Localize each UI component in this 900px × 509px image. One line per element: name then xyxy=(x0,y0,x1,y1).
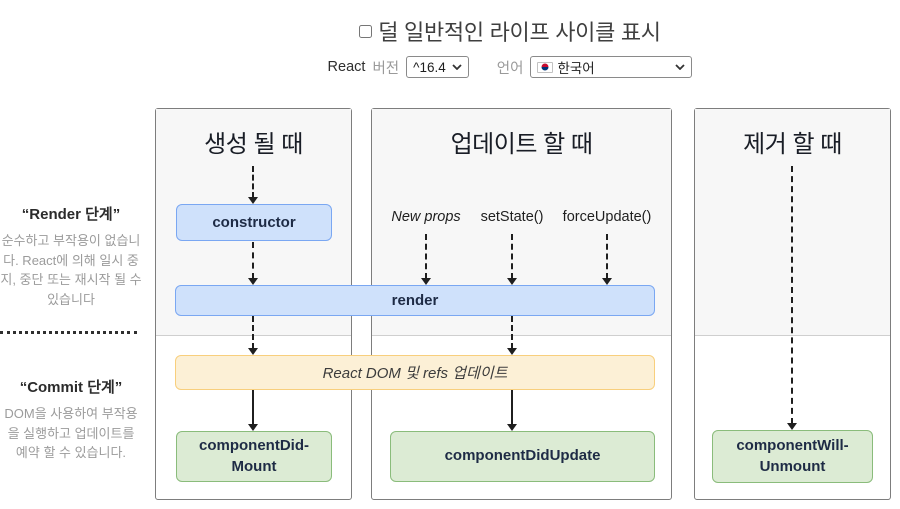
react-dom-updates-box: React DOM 및 refs 업데이트 xyxy=(175,355,655,390)
component-did-update-box[interactable]: componentDidUpdate xyxy=(390,431,655,482)
render-phase-description: 순수하고 부작용이 없습니다. React에 의해 일시 중지, 중단 또는 재… xyxy=(0,233,142,307)
column-mounting-header: 생성 될 때 xyxy=(204,131,303,158)
component-will-unmount-box[interactable]: componentWill- Unmount xyxy=(712,430,873,483)
constructor-box[interactable]: constructor xyxy=(176,204,332,241)
controls-row: React 버전 ^16.4 언어 한국어 xyxy=(0,56,900,78)
new-props-label: New props xyxy=(391,209,461,225)
version-select-value: ^16.4 xyxy=(413,59,446,75)
commit-phase-description: DOM을 사용하여 부작용을 실행하고 업데이트를 예약 할 수 있습니다. xyxy=(4,406,138,460)
arrow-newprops-to-render xyxy=(421,234,431,285)
title-row: 덜 일반적인 라이프 사이클 표시 xyxy=(0,15,900,47)
column-unmounting-header: 제거 할 때 xyxy=(743,131,842,158)
page-title[interactable]: 덜 일반적인 라이프 사이클 표시 xyxy=(378,20,661,45)
component-did-mount-box[interactable]: componentDid- Mount xyxy=(176,431,332,482)
arrow-render-to-dom-mount xyxy=(248,316,258,355)
language-select[interactable]: 한국어 xyxy=(530,56,693,78)
arrow-unmount-to-will-unmount xyxy=(787,166,797,430)
arrow-mount-to-constructor xyxy=(248,166,258,204)
render-phase-note: “Render 단계” 순수하고 부작용이 없습니다. React에 의해 일시… xyxy=(0,203,142,309)
arrow-dom-to-did-update xyxy=(507,390,517,431)
commit-phase-note: “Commit 단계” DOM을 사용하여 부작용을 실행하고 업데이트를 예약… xyxy=(0,376,142,463)
arrow-constructor-to-render xyxy=(248,242,258,285)
render-phase-title: “Render 단계” xyxy=(21,206,121,223)
chevron-down-icon xyxy=(452,64,462,70)
phase-divider xyxy=(0,331,137,334)
version-label: 버전 xyxy=(372,60,400,77)
commit-phase-title: “Commit 단계” xyxy=(19,379,123,396)
korea-flag-icon xyxy=(537,61,554,73)
chevron-down-icon xyxy=(675,64,686,70)
setstate-label: setState() xyxy=(480,209,544,225)
arrow-setstate-to-render xyxy=(507,234,517,285)
render-box[interactable]: render xyxy=(175,285,655,316)
column-updating-header: 업데이트 할 때 xyxy=(450,131,593,158)
arrow-forceupdate-to-render xyxy=(602,234,612,285)
language-select-value: 한국어 xyxy=(557,61,595,76)
forceupdate-label: forceUpdate() xyxy=(562,209,652,225)
react-label: React xyxy=(327,59,366,75)
version-select[interactable]: ^16.4 xyxy=(406,56,469,78)
arrow-dom-to-did-mount xyxy=(248,390,258,431)
language-label: 언어 xyxy=(496,60,524,77)
show-less-common-checkbox[interactable] xyxy=(359,24,373,38)
arrow-render-to-dom-update xyxy=(507,316,517,355)
